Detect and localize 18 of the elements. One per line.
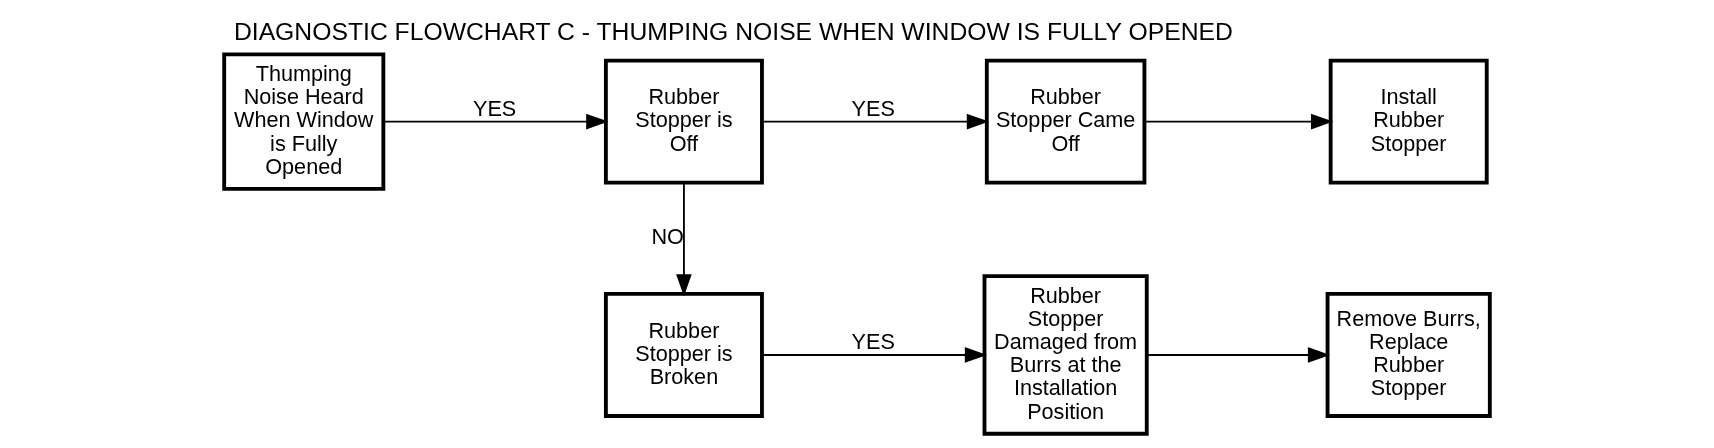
arrow <box>382 113 609 130</box>
edge-label: YES <box>851 329 895 355</box>
node-box: Thumping Noise Heard When Window is Fully Opened <box>222 52 386 191</box>
arrow <box>761 113 990 130</box>
arrow <box>1143 113 1334 130</box>
node-box: Rubber Stopper Came Off <box>984 58 1147 185</box>
edge-label: NO <box>651 224 684 250</box>
arrow <box>1145 347 1331 363</box>
edge-label: YES <box>851 95 895 121</box>
node-box: Install Rubber Stopper <box>1328 58 1489 185</box>
arrow <box>676 182 692 297</box>
arrow <box>761 347 988 363</box>
node-box: Rubber Stopper is Off <box>603 58 764 185</box>
node-box: Rubber Stopper Damaged from Burrs at the Installation Position <box>982 274 1149 436</box>
edge-label: YES <box>472 95 517 121</box>
diagram-title: DIAGNOSTIC FLOWCHART C - THUMPING NOISE WHEN WINDOW IS FULLY OPENED <box>233 18 1233 46</box>
node-box: Remove Burrs, Replace Rubber Stopper <box>1325 292 1492 418</box>
node-box: Rubber Stopper is Broken <box>603 292 764 418</box>
